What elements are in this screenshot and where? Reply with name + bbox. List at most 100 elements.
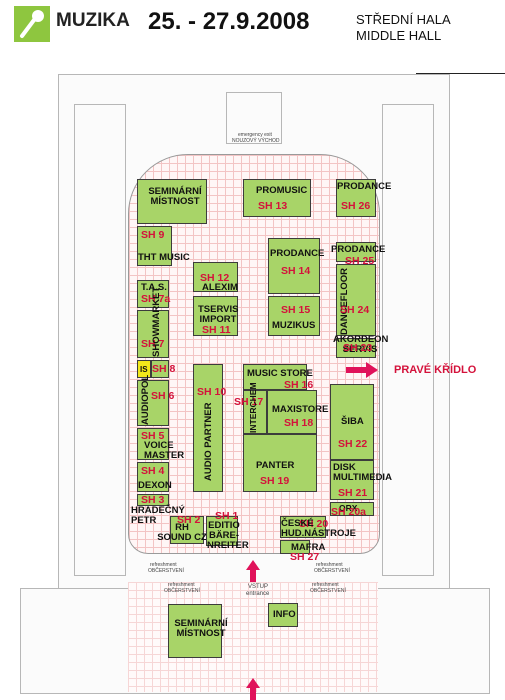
booth-prodance-top[interactable]: PRODANCE SH 26 xyxy=(336,179,391,217)
booth-voice-master[interactable]: SH 5 VOICE MASTER xyxy=(137,428,184,461)
booth-promusic[interactable]: PROMUSIC SH 13 xyxy=(243,179,311,217)
booth-seminar-bottom[interactable]: SEMINÁRNÍ MÍSTNOST xyxy=(168,604,228,658)
booth-rh-sound-label: RH SOUND CZ xyxy=(157,522,207,543)
booth-sh17-code: SH 17 xyxy=(234,396,264,408)
booth-tht-label: THT MUSIC xyxy=(138,252,190,263)
refreshment-right-sign-cz: OBČERSTVENÍ xyxy=(314,568,350,574)
booth-rh-sound[interactable]: SH 2 RH SOUND CZ xyxy=(157,515,207,544)
booth-sh7-code: SH 7 xyxy=(141,338,165,350)
booth-sh24-code: SH 24 xyxy=(340,304,370,316)
muzika-logo xyxy=(14,6,50,42)
refreshment-left-sign-cz: OBČERSTVENÍ xyxy=(148,568,184,574)
booth-sh9-code: SH 9 xyxy=(141,229,165,241)
booth-panter-label: PANTER xyxy=(256,460,295,471)
main-entrance-arrow-icon xyxy=(246,678,260,700)
booth-sh11-code: SH 11 xyxy=(202,324,231,336)
booth-sh27-code: SH 27 xyxy=(290,551,320,563)
emergency-exit-sign: emergency exit xyxy=(238,132,272,138)
booth-sh18-code: SH 18 xyxy=(284,417,314,429)
booth-dancefloor[interactable]: DANCEFLOOR SH 24 xyxy=(336,264,376,336)
booth-sh20a-code: SH 20a xyxy=(331,506,367,518)
booth-tservis-label: TSERVIS IMPORT xyxy=(198,304,239,325)
booth-akordeon[interactable]: AKORDEON SERVIS SH 23 xyxy=(333,335,388,358)
booth-tservis[interactable]: TSERVIS IMPORT SH 11 xyxy=(193,296,238,336)
booth-audiopol[interactable]: AUDIOPOL SH 6 xyxy=(137,375,174,426)
microphone-icon xyxy=(20,10,44,38)
right-wing-label: PRAVÉ KŘÍDLO xyxy=(394,364,477,376)
booth-orx-label: ORX xyxy=(339,503,358,513)
booth-interchem[interactable]: SH 17 INTERCHEM xyxy=(234,382,267,434)
booth-disk-multimedia[interactable]: DISK MULTIMEDIA SH 21 xyxy=(330,460,392,500)
booth-sh3-code: SH 3 xyxy=(141,494,165,506)
booth-interchem-label: INTERCHEM xyxy=(248,382,258,433)
hall-name: STŘEDNÍ HALA MIDDLE HALL xyxy=(356,12,451,44)
booth-sh22-code: SH 22 xyxy=(338,438,368,450)
booth-editio[interactable]: SH 1 EDITIO BÄRE-NREITER xyxy=(206,511,249,551)
hall-name-cz: STŘEDNÍ HALA xyxy=(356,12,451,27)
booth-dexon-label: DEXON xyxy=(138,480,172,491)
booth-music-store[interactable]: MUSIC STORE SH 16 xyxy=(243,364,313,391)
booth-muzikus[interactable]: SH 15 MUZIKUS xyxy=(268,296,320,336)
booth-mafra[interactable]: MAFRA xyxy=(280,540,325,554)
booth-sh7a-code: SH 7a xyxy=(141,293,171,305)
booth-dexon[interactable]: SH 4 DEXON xyxy=(137,462,172,492)
booth-sh13-code: SH 13 xyxy=(258,200,288,212)
booth-editio-label: EDITIO BÄRE-NREITER xyxy=(207,520,249,551)
booth-is[interactable]: IS xyxy=(137,360,151,378)
booth-sh21-code: SH 21 xyxy=(338,487,368,499)
booth-prodance-right-label: PRODANCE xyxy=(331,244,386,255)
booth-tas[interactable]: T.A.S. SH 7a xyxy=(137,280,171,308)
booth-sh15-code: SH 15 xyxy=(281,304,311,316)
event-dates: 25. - 27.9.2008 xyxy=(148,8,310,35)
right-wing-arrow-icon xyxy=(346,362,378,378)
booth-sh5-code: SH 5 xyxy=(141,430,165,442)
booth-siba-label: ŠIBA xyxy=(341,416,364,427)
refreshment-right-sign: refreshment xyxy=(316,562,343,568)
booth-sh4-code: SH 4 xyxy=(141,465,165,477)
booth-sh23-code: SH 23 xyxy=(343,342,373,354)
booth-showmarket[interactable]: SH 7 SHOWMARKET xyxy=(137,287,169,358)
booth-maxistore-label: MAXISTORE xyxy=(272,404,329,415)
entrance-sign-en: entrance xyxy=(246,591,270,597)
booth-sh8[interactable]: SH 8 xyxy=(151,360,175,378)
booth-prodance-mid[interactable]: PRODANCE SH 14 xyxy=(268,238,324,294)
refreshment-lower-left-sign-cz: OBČERSTVENÍ xyxy=(164,588,200,594)
booth-sh20-code: SH 20 xyxy=(299,518,329,530)
booth-ceske-hud-label: ČESKÉ HUD.NÁSTROJE xyxy=(281,518,356,539)
booth-seminar-top-label: SEMINÁRNÍ MÍSTNOST xyxy=(148,186,202,207)
left-colonnade xyxy=(74,104,126,576)
booth-panter[interactable]: PANTER SH 19 xyxy=(243,434,317,492)
booth-sh26-code: SH 26 xyxy=(341,200,371,212)
booth-maxistore[interactable]: MAXISTORE SH 18 xyxy=(267,390,328,434)
refreshment-left-sign: refreshment xyxy=(150,562,177,568)
booth-tht-music[interactable]: SH 9 THT MUSIC xyxy=(137,226,190,266)
booth-sh25-code: SH 25 xyxy=(345,255,375,267)
booth-info[interactable]: INFO xyxy=(268,603,298,627)
booth-info-label: INFO xyxy=(273,609,296,620)
booth-sh14-code: SH 14 xyxy=(281,265,311,277)
booth-audio-partner[interactable]: SH 10 AUDIO PARTNER xyxy=(193,364,227,492)
hall-name-en: MIDDLE HALL xyxy=(356,28,442,43)
booth-ceske-hud[interactable]: SH 20 ČESKÉ HUD.NÁSTROJE xyxy=(280,516,356,539)
booth-sh10-code: SH 10 xyxy=(197,386,227,398)
booth-alexim[interactable]: SH 12 ALEXIM xyxy=(193,262,238,293)
booth-seminar-bottom-label: SEMINÁRNÍ MÍSTNOST xyxy=(174,618,228,639)
booth-alexim-label: ALEXIM xyxy=(202,282,238,293)
booth-hradecny[interactable]: SH 3 xyxy=(137,494,169,506)
right-colonnade xyxy=(382,104,434,576)
booth-orx[interactable]: ORX SH 20a xyxy=(330,502,374,518)
booth-tas-label: T.A.S. xyxy=(141,282,167,293)
booth-audiopol-label: AUDIOPOL xyxy=(140,374,151,425)
refreshment-lower-left-sign: refreshment xyxy=(168,582,195,588)
booth-akordeon-label: AKORDEON SERVIS xyxy=(333,334,389,355)
booth-prodance-right[interactable]: PRODANCE SH 25 xyxy=(331,242,385,267)
booth-siba[interactable]: ŠIBA SH 22 xyxy=(330,384,374,460)
entrance-sign: VSTUP xyxy=(248,584,269,590)
booth-dancefloor-label: DANCEFLOOR xyxy=(339,267,350,335)
booth-audio-partner-label: AUDIO PARTNER xyxy=(203,402,214,481)
logo-text: MUZIKA xyxy=(56,10,130,31)
booth-disk-label: DISK MULTIMEDIA xyxy=(333,462,392,483)
booth-showmarket-label: SHOWMARKET xyxy=(151,286,162,357)
refreshment-lower-right-sign: refreshment xyxy=(312,582,339,588)
booth-seminar-top[interactable]: SEMINÁRNÍ MÍSTNOST xyxy=(137,179,207,224)
